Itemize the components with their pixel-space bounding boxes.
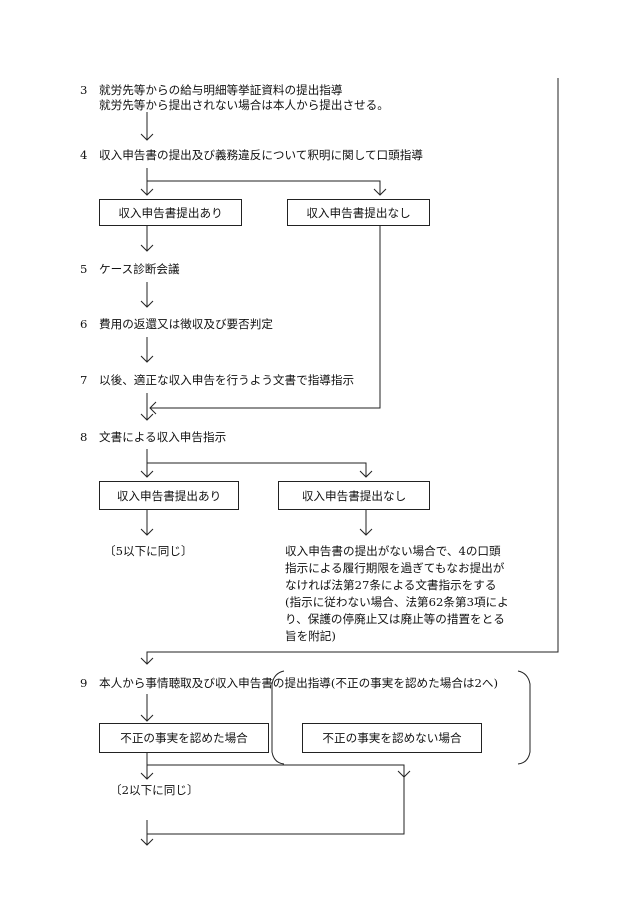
box-9-admitted: 不正の事実を認めた場合: [99, 723, 269, 753]
bracket-right: [517, 670, 531, 765]
step-9-text: 本人から事情聴取及び収入申告書の提出指導(不正の事実を認めた場合は2へ): [99, 676, 499, 690]
step-3-subtext: 就労先等から提出されない場合は本人から提出させる。: [99, 98, 389, 112]
step-4-text: 収入申告書の提出及び義務違反について釈明に関して口頭指導: [99, 148, 423, 162]
arrow-head: [140, 413, 154, 421]
return-b4-no: [150, 226, 381, 409]
arrow-head: [373, 188, 387, 196]
arrow-head: [140, 838, 154, 846]
arrow-head: [359, 528, 373, 536]
arrow-head: [140, 714, 154, 722]
bottom-loop: [147, 777, 405, 835]
arrow-head: [140, 528, 154, 536]
split-4-h: [147, 180, 381, 195]
arrow-head: [140, 300, 154, 308]
arrow-head: [140, 470, 154, 478]
note-no-submission: 収入申告書の提出がない場合で、4の口頭指示による履行期限を過ぎてもなお提出がなけ…: [285, 544, 509, 643]
box-4-submitted: 収入申告書提出あり: [99, 199, 242, 226]
step-5-text: ケース診断会議: [99, 262, 180, 276]
arrow-head: [140, 133, 154, 141]
step-5-number: 5: [80, 262, 88, 276]
arrow-head: [140, 657, 154, 665]
return-line-top: [146, 78, 559, 664]
step-4-number: 4: [80, 148, 88, 162]
arrow-head: [149, 401, 157, 415]
bracket-left: [271, 670, 285, 765]
arrow-head: [359, 470, 373, 478]
step-8-text: 文書による収入申告指示: [99, 430, 227, 444]
step-3-number: 3: [80, 83, 88, 97]
box-4-not-submitted: 収入申告書提出なし: [287, 199, 430, 226]
note-same-as-5: 〔5以下に同じ〕: [104, 544, 193, 558]
step-6-text: 費用の返還又は徴収及び要否判定: [99, 317, 273, 331]
step-6-number: 6: [80, 317, 88, 331]
box-9-not-admitted: 不正の事実を認めない場合: [302, 723, 482, 753]
arrow-head: [140, 188, 154, 196]
step-7-text: 以後、適正な収入申告を行うよう文書で指導指示: [99, 373, 355, 387]
branch-b9-h: [147, 764, 405, 777]
box-8-not-submitted: 収入申告書提出なし: [278, 481, 430, 510]
step-7-number: 7: [80, 373, 88, 387]
step-9-number: 9: [80, 676, 88, 690]
note-same-as-2: 〔2以下に同じ〕: [110, 783, 199, 797]
step-8-number: 8: [80, 430, 88, 444]
box-8-submitted: 収入申告書提出あり: [99, 481, 239, 510]
arrow-head: [140, 244, 154, 252]
split-8-h: [147, 462, 367, 477]
arrow-head: [140, 355, 154, 363]
step-3-text: 就労先等からの給与明細等挙証資料の提出指導: [99, 83, 343, 97]
arrow-head: [140, 772, 154, 780]
